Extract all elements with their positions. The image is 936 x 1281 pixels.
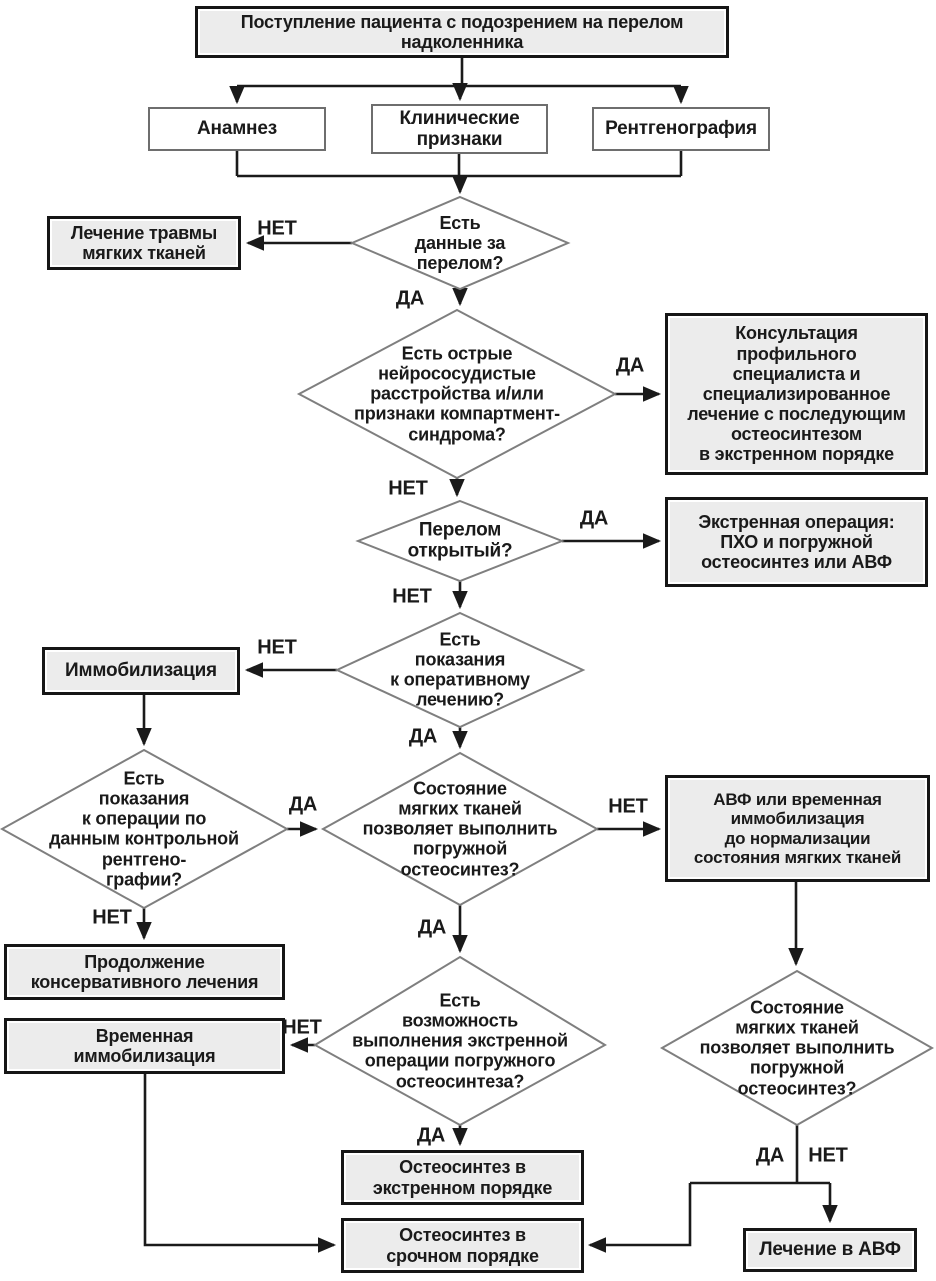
edge-label-no-soft-tissue-right: НЕТ	[808, 1144, 848, 1167]
node-emergency-surgery: Экстренная операция: ПХО и погружной ост…	[665, 497, 928, 587]
node-clinical-signs: Клинические признаки	[371, 104, 548, 154]
edge-label-yes-soft-tissue-mid: ДА	[417, 916, 447, 939]
decision-soft-tissue-right: Состояние мягких тканей позволяет выполн…	[699, 997, 895, 1099]
node-avf-treatment: Лечение в АВФ	[743, 1228, 917, 1272]
edge-label-no-fracture-evidence: НЕТ	[257, 217, 297, 240]
decision-fracture-evidence: Есть данные за перелом?	[414, 212, 506, 274]
node-consultation: Консультация профильного специалиста и с…	[665, 313, 928, 475]
edge-label-no-urgent-possible: НЕТ	[282, 1016, 322, 1039]
node-temporary-immobilization: Временная иммобилизация	[4, 1018, 285, 1074]
decision-control-xray: Есть показания к операции по данным конт…	[49, 768, 239, 890]
node-osteosynthesis-urgent: Остеосинтез в срочном порядке	[341, 1218, 584, 1273]
edge-label-yes-fracture-evidence: ДА	[395, 287, 425, 310]
edge-label-yes-neurovascular: ДА	[615, 354, 645, 377]
node-soft-tissue-treatment: Лечение травмы мягких тканей	[47, 216, 241, 270]
edge-label-yes-operative-indications: ДА	[408, 725, 438, 748]
node-anamnesis: Анамнез	[148, 107, 326, 151]
node-admission: Поступление пациента с подозрением на пе…	[195, 6, 729, 58]
node-radiography: Рентгенография	[592, 107, 770, 151]
decision-soft-tissue-mid: Состояние мягких тканей позволяет выполн…	[362, 778, 558, 880]
edge-label-yes-open-fracture: ДА	[579, 507, 609, 530]
edge-label-no-neurovascular: НЕТ	[388, 477, 428, 500]
decision-neurovascular: Есть острые нейрососудистые расстройства…	[354, 343, 560, 445]
node-avf-or-temp-immobilization: АВФ или временная иммобилизация до норма…	[665, 775, 930, 882]
edge-label-no-control-xray: НЕТ	[92, 906, 132, 929]
node-conservative-continuation: Продолжение консервативного лечения	[4, 944, 285, 1000]
edge-label-no-operative-indications: НЕТ	[257, 636, 297, 659]
edge-label-no-soft-tissue-mid: НЕТ	[608, 795, 648, 818]
edge-label-yes-soft-tissue-right: ДА	[755, 1144, 785, 1167]
edge-label-no-open-fracture: НЕТ	[392, 585, 432, 608]
decision-open-fracture: Перелом открытый?	[407, 519, 513, 562]
node-osteosynthesis-emergency: Остеосинтез в экстренном порядке	[341, 1150, 584, 1205]
node-immobilization: Иммобилизация	[42, 647, 240, 695]
decision-urgent-surgery-possible: Есть возможность выполнения экстренной о…	[352, 990, 568, 1092]
decision-operative-indications: Есть показания к оперативному лечению?	[390, 629, 530, 711]
edge-label-yes-urgent-possible: ДА	[416, 1124, 446, 1147]
edge-label-yes-control-xray: ДА	[288, 793, 318, 816]
